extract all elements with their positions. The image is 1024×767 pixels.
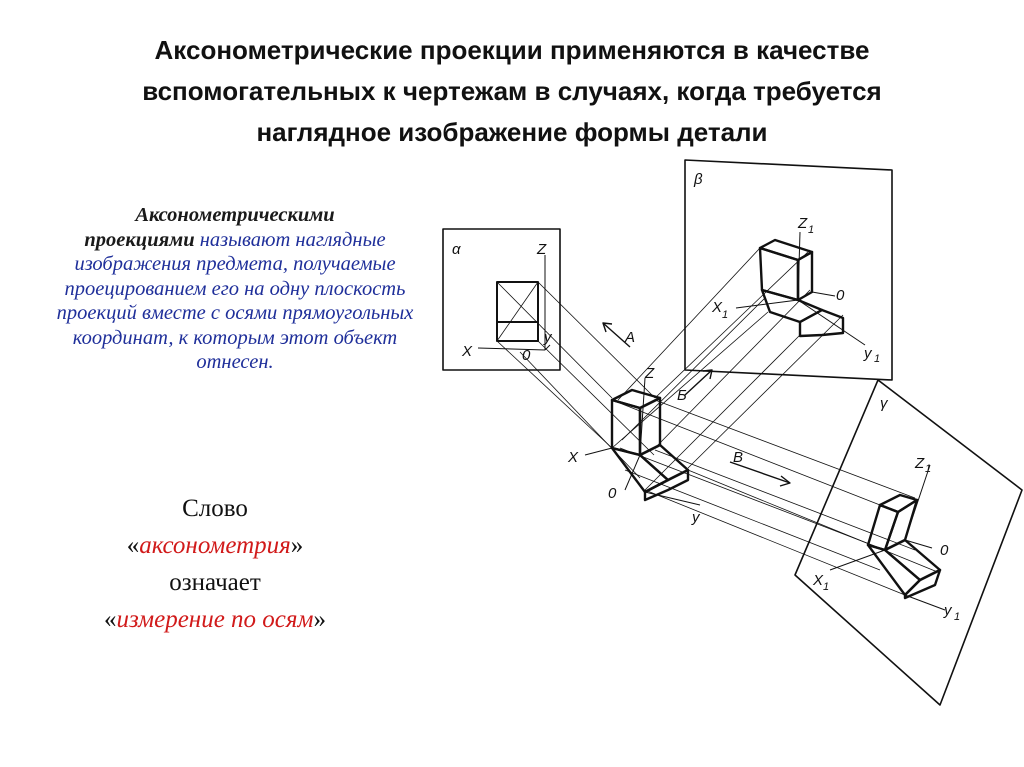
title-line-3: наглядное изображение формы детали [256, 117, 768, 147]
projection-rays [496, 247, 941, 596]
close-quote: » [290, 532, 304, 559]
word-line-2: «аксонометрия» [30, 527, 400, 564]
definition-text: Аксонометрическими проекциями называют н… [40, 203, 430, 375]
label-alpha-z: Z [536, 241, 547, 258]
gamma-axes [829, 464, 946, 611]
alpha-axes [477, 255, 551, 351]
label-gamma-origin: 0 [940, 542, 949, 559]
label-center-y: y [691, 509, 701, 526]
label-beta-z1: Z [797, 215, 808, 232]
plane-gamma [794, 379, 1023, 706]
open-quote: « [126, 532, 140, 559]
label-alpha-y: y [543, 329, 553, 346]
diagram-labels: α β γ Z X y 0 Z X 0 y Z 1 X 1 0 y 1 Z 1 … [452, 171, 960, 623]
svg-text:1: 1 [823, 581, 829, 593]
word-term: аксонометрия [139, 532, 291, 559]
label-beta-y1: y [863, 345, 873, 362]
label-alpha: α [452, 241, 461, 258]
word-line-3: означает [169, 569, 261, 596]
label-direction-a: A [624, 329, 635, 346]
svg-text:1: 1 [722, 309, 728, 321]
label-center-x: X [567, 449, 579, 466]
plane-beta [684, 159, 893, 381]
label-beta: β [693, 171, 703, 188]
label-alpha-origin: 0 [522, 347, 531, 364]
direction-arrows [602, 322, 791, 487]
svg-text:1: 1 [808, 224, 814, 236]
word-line-4: «измерение по осям» [104, 606, 326, 633]
svg-text:1: 1 [874, 353, 880, 365]
center-axes [584, 377, 701, 506]
definition-term-part1: Аксонометрическими [135, 204, 335, 226]
title-line-1: Аксонометрические проекции применяются в… [154, 35, 870, 65]
beta-axes [735, 231, 866, 346]
center-object [610, 388, 690, 502]
label-direction-v: В [733, 449, 743, 466]
view-gamma-object [866, 493, 942, 600]
definition-body: называют наглядные изображения предмета,… [56, 228, 414, 374]
definition-term-part2: проекциями [84, 228, 195, 251]
svg-text:1: 1 [954, 611, 960, 623]
word-meaning: измерение по осям [116, 606, 314, 633]
word-meaning-block: Слово «аксонометрия» означает «измерение… [30, 490, 400, 638]
label-beta-x1: X [711, 299, 723, 316]
slide-title: Аксонометрические проекции применяются в… [20, 30, 1004, 153]
title-line-2: вспомогательных к чертежам в случаях, ко… [142, 76, 882, 106]
word-line-1: Слово [182, 495, 248, 522]
label-beta-origin: 0 [836, 287, 845, 304]
label-gamma: γ [880, 395, 889, 412]
label-gamma-y1: y [943, 602, 953, 619]
view-alpha-object [496, 281, 539, 342]
label-alpha-x: X [461, 343, 473, 360]
svg-text:1: 1 [925, 463, 931, 475]
plane-alpha [442, 228, 561, 371]
label-gamma-x1: X [812, 572, 824, 589]
label-gamma-z1: Z [914, 455, 925, 472]
label-center-origin: 0 [608, 485, 617, 502]
label-center-z: Z [644, 365, 655, 382]
label-direction-b: Б [677, 387, 687, 404]
